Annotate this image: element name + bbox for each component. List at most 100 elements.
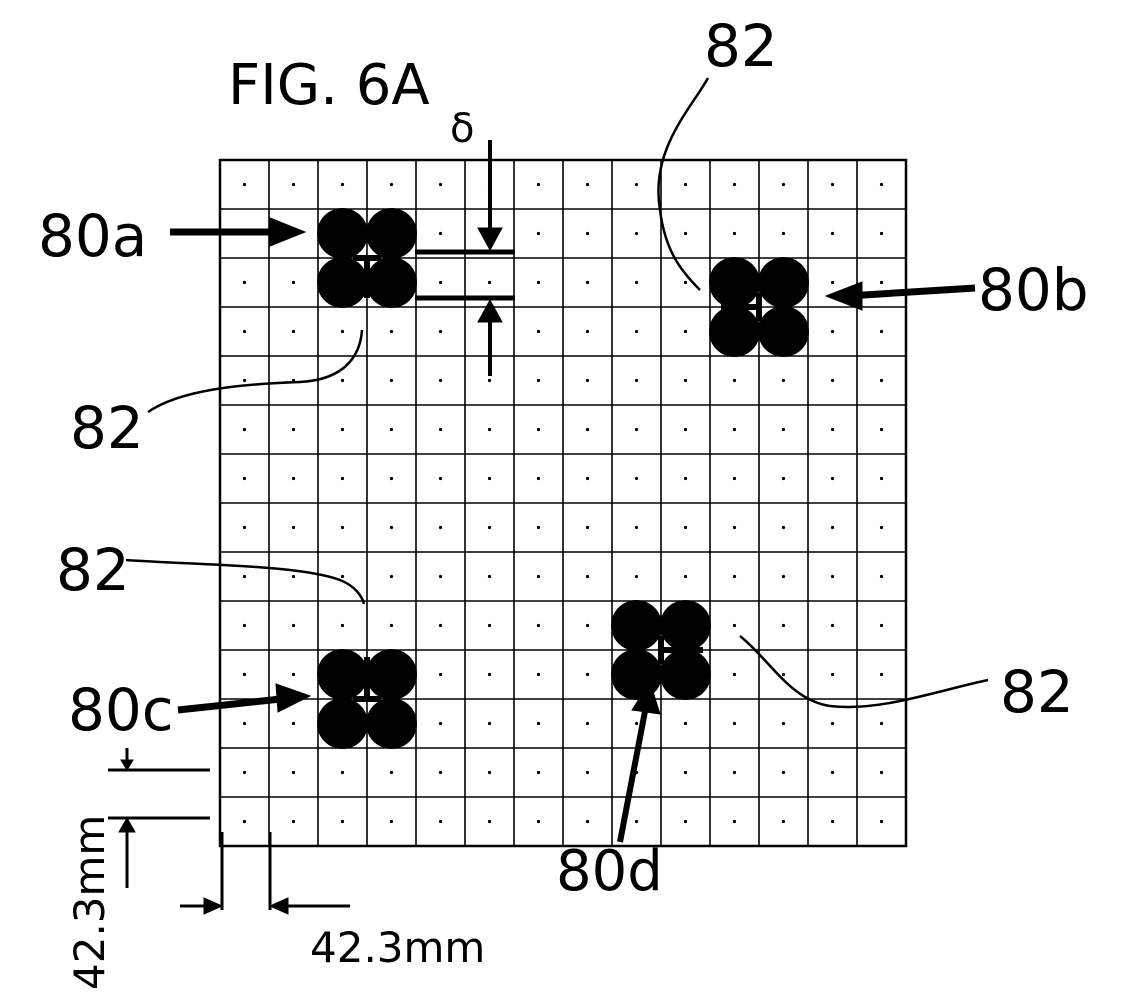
grid-cell-dot xyxy=(831,722,834,725)
grid-cell-dot xyxy=(782,477,785,480)
grid-cell-dot xyxy=(390,624,393,627)
delta-label: δ xyxy=(450,106,474,152)
grid-cell-dot xyxy=(782,673,785,676)
grid-cell-dot xyxy=(831,183,834,186)
grid-cell-dot xyxy=(439,232,442,235)
grid-cell-dot xyxy=(586,183,589,186)
grid-cell-dot xyxy=(537,575,540,578)
grid-cell-dot xyxy=(537,183,540,186)
grid-cell-dot xyxy=(292,526,295,529)
grid-cell-dot xyxy=(586,575,589,578)
grid-cell-dot xyxy=(243,477,246,480)
grid-cell-dot xyxy=(831,673,834,676)
grid-cell-dot xyxy=(880,624,883,627)
grid-cell-dot xyxy=(243,820,246,823)
grid-cell-dot xyxy=(341,526,344,529)
grid-cell-dot xyxy=(243,183,246,186)
grid-cell-dot xyxy=(341,330,344,333)
grid-cell-dot xyxy=(684,232,687,235)
grid-cell-dot xyxy=(243,526,246,529)
grid-cell-dot xyxy=(635,575,638,578)
grid-cell-dot xyxy=(733,575,736,578)
grid-cell-dot xyxy=(880,722,883,725)
grid-cell-dot xyxy=(292,330,295,333)
grid-cell-dot xyxy=(488,477,491,480)
cluster-dot xyxy=(317,698,368,749)
cluster-dot xyxy=(366,257,417,308)
grid-cell-dot xyxy=(684,575,687,578)
grid-cell-dot xyxy=(439,575,442,578)
grid-cell-dot xyxy=(733,379,736,382)
cluster-dot xyxy=(317,208,368,259)
grid-cell-dot xyxy=(341,477,344,480)
ref-82-lower-left-label: 82 xyxy=(56,536,130,604)
grid-cell-dot xyxy=(243,281,246,284)
grid-cell-dot xyxy=(880,232,883,235)
grid-cell-dot xyxy=(635,281,638,284)
cluster-dot xyxy=(758,257,809,308)
grid-cell-dot xyxy=(292,183,295,186)
grid-cell-dot xyxy=(782,820,785,823)
grid-cell-dot xyxy=(243,575,246,578)
grid-cell-dot xyxy=(782,526,785,529)
cluster-dot xyxy=(709,306,760,357)
grid-cell-dot xyxy=(831,526,834,529)
grid-cell-dot xyxy=(537,526,540,529)
grid-cell-dot xyxy=(733,183,736,186)
cluster-dot xyxy=(366,208,417,259)
grid-cell-dot xyxy=(880,820,883,823)
grid-cell-dot xyxy=(292,575,295,578)
grid-cell-dot xyxy=(782,624,785,627)
grid-cell-dot xyxy=(586,330,589,333)
ref-80c-label: 80c xyxy=(68,676,174,744)
grid-cell-dot xyxy=(390,379,393,382)
grid-cell-dot xyxy=(488,379,491,382)
grid-cell-dot xyxy=(488,526,491,529)
cluster-dot xyxy=(709,257,760,308)
grid-cell-dot xyxy=(390,820,393,823)
grid-cell-dot xyxy=(390,477,393,480)
grid-cell-dot xyxy=(341,575,344,578)
grid-cell-dot xyxy=(684,526,687,529)
grid-cell-dot xyxy=(488,820,491,823)
cluster-dot xyxy=(660,600,711,651)
grid-cell-dot xyxy=(635,183,638,186)
grid-cell-dot xyxy=(243,722,246,725)
grid-cell-dot xyxy=(880,183,883,186)
grid-cell-dot xyxy=(880,428,883,431)
grid-cell-dot xyxy=(684,722,687,725)
grid-cell-dot xyxy=(635,330,638,333)
grid-cell-dot xyxy=(684,477,687,480)
grid-cell-dot xyxy=(880,575,883,578)
grid-cell-dot xyxy=(488,575,491,578)
grid-cell-dot xyxy=(292,477,295,480)
grid-cell-dot xyxy=(537,428,540,431)
grid-cell-dot xyxy=(537,477,540,480)
grid-cell-dot xyxy=(586,526,589,529)
grid-cell-dot xyxy=(586,722,589,725)
grid-cell-dot xyxy=(586,232,589,235)
grid-cell-dot xyxy=(635,232,638,235)
grid-cell-dot xyxy=(488,673,491,676)
grid-cell-dot xyxy=(880,281,883,284)
grid-cell-dot xyxy=(782,183,785,186)
grid-cell-dot xyxy=(537,820,540,823)
grid-cell-dot xyxy=(292,428,295,431)
grid-cell-dot xyxy=(439,428,442,431)
ref-80b-label: 80b xyxy=(978,256,1089,324)
grid-cell-dot xyxy=(782,232,785,235)
ref-80d-label: 80d xyxy=(556,839,663,904)
grid-cell-dot xyxy=(733,722,736,725)
grid-cell-dot xyxy=(439,183,442,186)
grid-cell-dot xyxy=(341,624,344,627)
horizontal-dimension-label: 42.3mm xyxy=(310,923,485,972)
grid-cell-dot xyxy=(733,771,736,774)
grid-cell-dot xyxy=(831,281,834,284)
ref-82-right-label: 82 xyxy=(1000,658,1074,726)
grid-cell-dot xyxy=(537,673,540,676)
grid-cell-dot xyxy=(586,281,589,284)
grid-cell-dot xyxy=(488,722,491,725)
grid-cell-dot xyxy=(537,330,540,333)
grid-cell-dot xyxy=(390,330,393,333)
